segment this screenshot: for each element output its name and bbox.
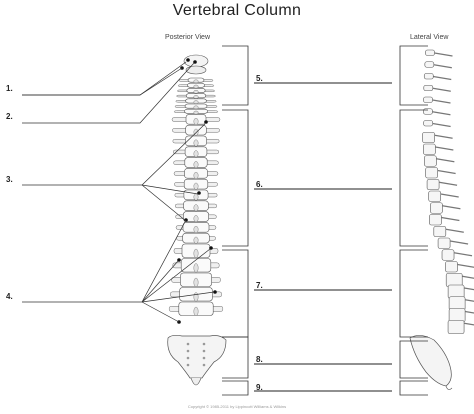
- label-3: 3.: [6, 175, 13, 184]
- lateral-view-label: Lateral View: [410, 34, 449, 41]
- lateral-vertebra: [424, 155, 455, 167]
- posterior-view-label: Posterior View: [165, 34, 211, 41]
- vertebra: [176, 93, 216, 99]
- label-4: 4.: [6, 292, 13, 301]
- vertebra: [174, 178, 218, 190]
- vertebra: [172, 124, 220, 136]
- vertebra: [172, 258, 220, 273]
- lateral-vertebra: [423, 96, 451, 104]
- label-5: 5.: [256, 74, 263, 83]
- label-7: 7.: [256, 281, 263, 290]
- vertebra: [175, 211, 217, 223]
- sacrum: [167, 334, 227, 379]
- vertebra: [171, 272, 221, 287]
- region-brackets: [222, 45, 428, 396]
- lateral-vertebra: [425, 49, 453, 57]
- lateral-vertebra: [437, 237, 469, 249]
- vertebra: [174, 103, 218, 110]
- vertebra: [177, 88, 215, 94]
- vertebra: [172, 135, 220, 147]
- lateral-vertebra: [423, 108, 451, 116]
- vertebra: [173, 243, 219, 258]
- leader-lines: [22, 61, 215, 323]
- vertebra: [173, 108, 219, 115]
- lateral-vertebra: [447, 284, 474, 299]
- vertebra: [171, 114, 221, 125]
- lateral-vertebra: [429, 214, 460, 226]
- lateral-vertebra: [445, 261, 474, 273]
- vertebra: [168, 301, 224, 316]
- lateral-vertebra: [423, 73, 452, 81]
- label-2: 2.: [6, 112, 13, 121]
- vertebra: [174, 200, 218, 212]
- lateral-vertebra: [423, 143, 454, 155]
- vertebra: [172, 146, 220, 158]
- lateral-spine: [409, 49, 474, 390]
- vertebra: [173, 168, 219, 179]
- label-1: 1.: [6, 84, 13, 93]
- lateral-vertebra: [425, 167, 456, 179]
- lateral-sacrum: [409, 335, 452, 387]
- diagram-title: Vertebral Column: [172, 2, 302, 19]
- label-8: 8.: [256, 355, 263, 364]
- lateral-vertebra: [426, 178, 458, 191]
- vertebra: [177, 82, 215, 89]
- lateral-vertebra: [447, 319, 474, 335]
- lateral-vertebra: [423, 84, 451, 92]
- lateral-vertebra: [423, 120, 451, 128]
- coccyx: [190, 377, 202, 386]
- lateral-vertebra: [428, 190, 459, 202]
- lateral-vertebra: [424, 61, 452, 69]
- label-9: 9.: [256, 383, 263, 392]
- lateral-vertebra: [433, 225, 464, 238]
- vertebra: [178, 77, 214, 84]
- vertebra: [176, 232, 216, 244]
- lateral-vertebra: [441, 249, 473, 261]
- posterior-spine: [167, 54, 227, 386]
- lateral-vertebra: [422, 131, 453, 144]
- lateral-vertebra: [430, 202, 461, 214]
- vertebra: [175, 98, 217, 104]
- vertebra: [175, 222, 217, 233]
- label-6: 6.: [256, 180, 263, 189]
- copyright-text: Copyright © 1985-2011 by Lippincott Will…: [187, 404, 287, 409]
- vertebra: [173, 157, 219, 169]
